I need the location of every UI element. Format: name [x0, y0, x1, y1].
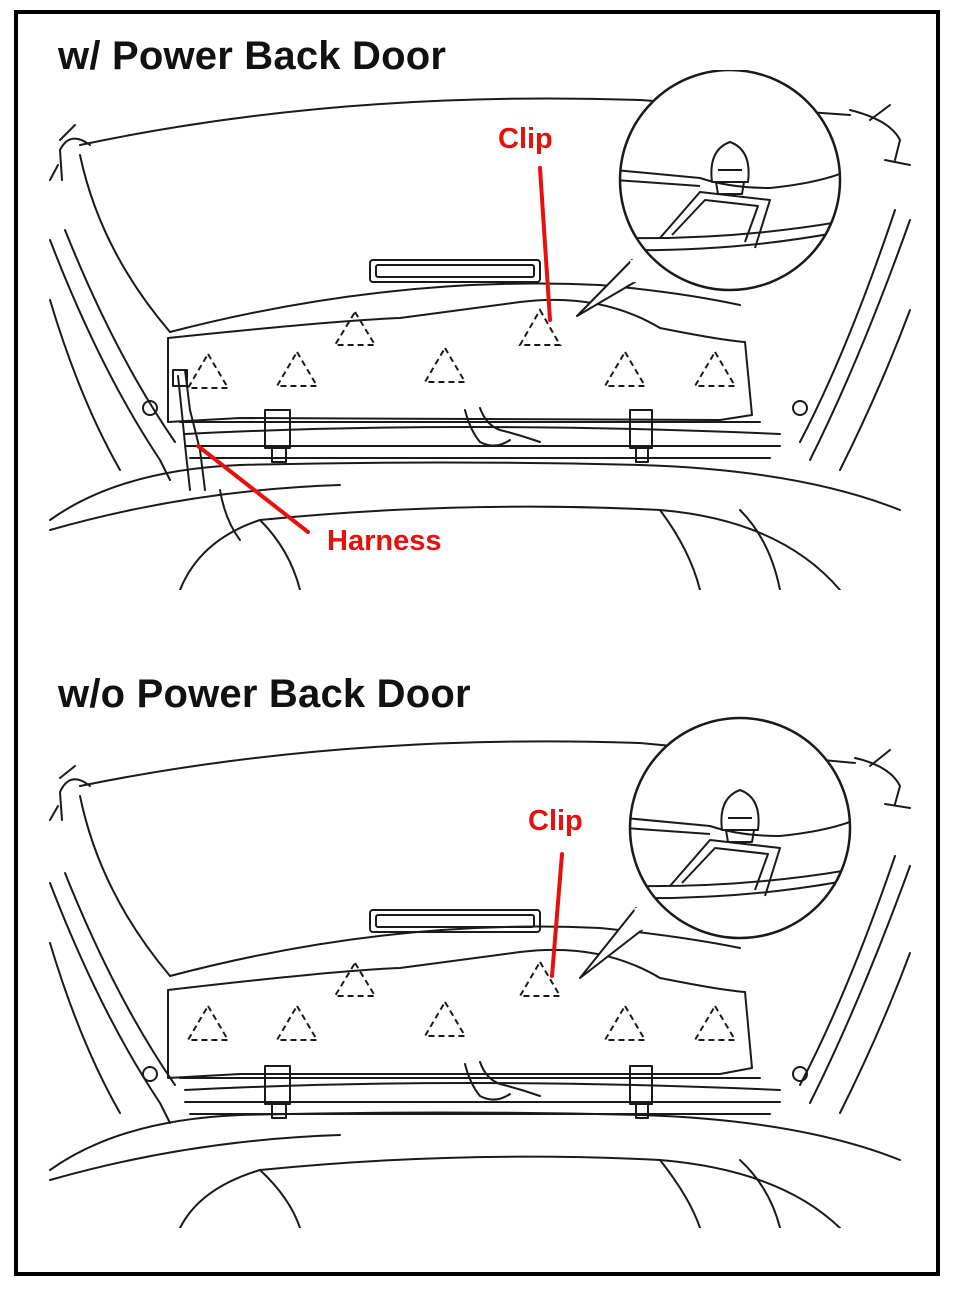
right-pillar [809, 219, 911, 461]
back-glass-outline [79, 740, 856, 787]
clip-leader [550, 852, 564, 978]
clip-detail-zoom [579, 716, 852, 979]
harness-leader [196, 444, 310, 534]
stop-light [369, 259, 541, 283]
trim-panel [167, 298, 753, 423]
bracket-left [264, 409, 291, 449]
right-pillar [809, 865, 911, 1104]
clip-icon [720, 789, 760, 831]
bracket-right [629, 409, 653, 449]
left-pillar [49, 239, 171, 481]
panel-without-power-back-door: Clip [40, 708, 920, 1228]
clip-markers [186, 307, 737, 389]
back-door-illustration-2: Clip [49, 716, 911, 1228]
clip-icon [710, 141, 750, 183]
panel-with-power-back-door: Clip Harness [40, 70, 920, 590]
clip-label: Clip [498, 123, 553, 155]
clip-detail-zoom [576, 70, 842, 317]
back-glass-outline [79, 97, 851, 146]
bracket-right [629, 1065, 653, 1105]
center-harness [464, 1061, 541, 1101]
callout-leaders [196, 166, 552, 534]
left-pillar [49, 882, 171, 1124]
back-door-illustration-1: Clip Harness [49, 70, 911, 590]
center-harness [464, 407, 541, 447]
clip-leader [538, 166, 552, 322]
section-heading-without-power-back-door: w/o Power Back Door [58, 672, 471, 716]
bracket-left [264, 1065, 291, 1105]
clip-label: Clip [528, 805, 583, 837]
harness-label: Harness [327, 525, 441, 557]
callout-leaders [550, 852, 564, 978]
section-heading-with-power-back-door: w/ Power Back Door [58, 34, 447, 78]
trim-panel [167, 948, 753, 1079]
stop-light [369, 909, 541, 933]
